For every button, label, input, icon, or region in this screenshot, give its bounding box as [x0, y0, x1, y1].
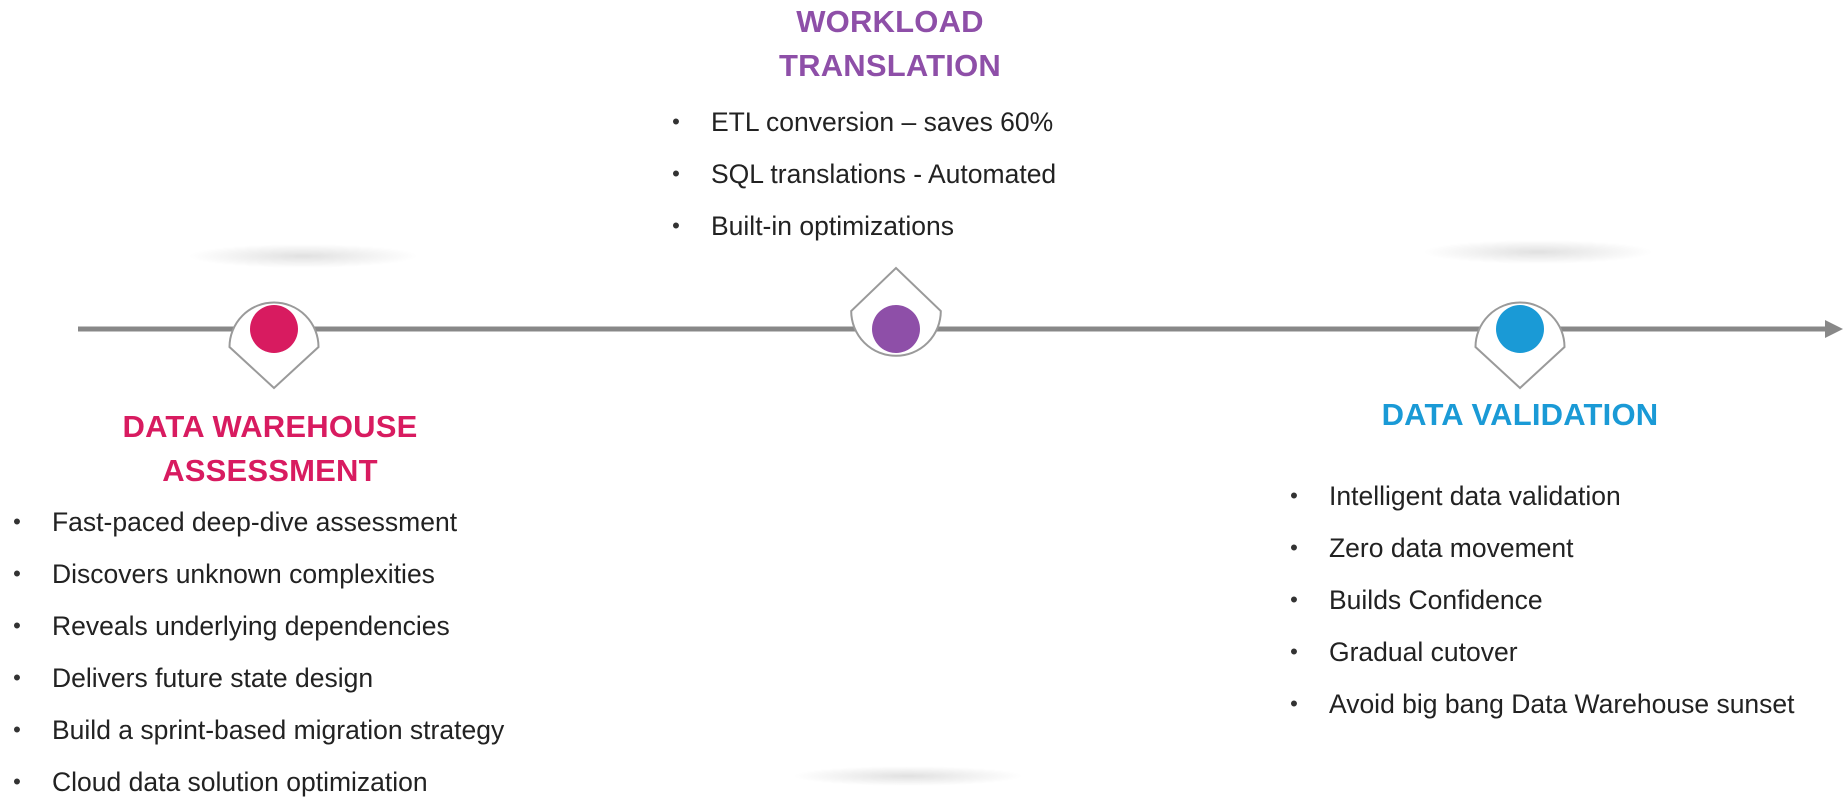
title-line: ASSESSMENT	[162, 453, 378, 488]
stage-title-assessment: DATA WAREHOUSE ASSESSMENT	[70, 405, 470, 493]
bullet-list-validation: • Intelligent data validation • Zero data …	[1285, 470, 1795, 730]
bullet-text: Zero data movement	[1329, 533, 1574, 563]
bullet-text: Cloud data solution optimization	[52, 767, 428, 797]
shadow-assessment	[188, 244, 418, 268]
bullet-icon: •	[13, 717, 21, 742]
bullet-text: ETL conversion – saves 60%	[711, 107, 1054, 137]
bullet-text: Build a sprint-based migration strategy	[52, 715, 505, 745]
list-item: • Delivers future state design	[8, 652, 504, 704]
list-item: • Fast-paced deep-dive assessment	[8, 496, 504, 548]
bullet-icon: •	[13, 613, 21, 638]
bullet-list-assessment: • Fast-paced deep-dive assessment • Discov…	[8, 496, 504, 808]
bullet-text: SQL translations - Automated	[711, 159, 1057, 189]
stage-title-translation: WORKLOAD TRANSLATION	[690, 0, 1090, 88]
list-item: • Cloud data solution optimization	[8, 756, 504, 808]
shadow-validation	[1423, 240, 1653, 264]
bullet-text: Discovers unknown complexities	[52, 559, 435, 589]
bullet-icon: •	[1290, 691, 1298, 716]
stage-title-validation: DATA VALIDATION	[1320, 393, 1720, 437]
list-item: • Intelligent data validation	[1285, 470, 1795, 522]
bullet-icon: •	[1290, 639, 1298, 664]
title-line: DATA VALIDATION	[1381, 397, 1659, 432]
list-item: • ETL conversion – saves 60%	[667, 96, 1056, 148]
marker-assessment	[228, 301, 320, 390]
bullet-text: Gradual cutover	[1329, 637, 1518, 667]
shadow-translation	[793, 766, 1023, 786]
bullet-icon: •	[13, 769, 21, 794]
bullet-icon: •	[672, 161, 680, 186]
bullet-icon: •	[13, 561, 21, 586]
bullet-icon: •	[1290, 535, 1298, 560]
bullet-icon: •	[672, 109, 680, 134]
timeline-arrowhead	[1825, 320, 1843, 338]
bullet-text: Delivers future state design	[52, 663, 374, 693]
bullet-icon: •	[1290, 483, 1298, 508]
marker-translation	[850, 266, 942, 357]
bullet-icon: •	[13, 665, 21, 690]
bullet-text: Intelligent data validation	[1329, 481, 1621, 511]
list-item: • Gradual cutover	[1285, 626, 1795, 678]
list-item: • Discovers unknown complexities	[8, 548, 504, 600]
bullet-text: Reveals underlying dependencies	[52, 611, 450, 641]
bullet-text: Avoid big bang Data Warehouse sunset	[1329, 689, 1795, 719]
bullet-icon: •	[1290, 587, 1298, 612]
list-item: • Built-in optimizations	[667, 200, 1056, 252]
bullet-icon: •	[13, 509, 21, 534]
list-item: • Builds Confidence	[1285, 574, 1795, 626]
bullet-text: Builds Confidence	[1329, 585, 1543, 615]
bullet-list-translation: • ETL conversion – saves 60% • SQL transla…	[667, 96, 1056, 252]
title-line: DATA WAREHOUSE	[122, 409, 418, 444]
list-item: • Reveals underlying dependencies	[8, 600, 504, 652]
marker-validation	[1474, 301, 1566, 390]
list-item: • Build a sprint-based migration strategy	[8, 704, 504, 756]
bullet-text: Built-in optimizations	[711, 211, 955, 241]
title-line: TRANSLATION	[778, 48, 1002, 83]
list-item: • SQL translations - Automated	[667, 148, 1056, 200]
list-item: • Zero data movement	[1285, 522, 1795, 574]
title-line: WORKLOAD	[796, 4, 984, 39]
bullet-icon: •	[672, 213, 680, 238]
bullet-text: Fast-paced deep-dive assessment	[52, 507, 458, 537]
list-item: • Avoid big bang Data Warehouse sunset	[1285, 678, 1795, 730]
